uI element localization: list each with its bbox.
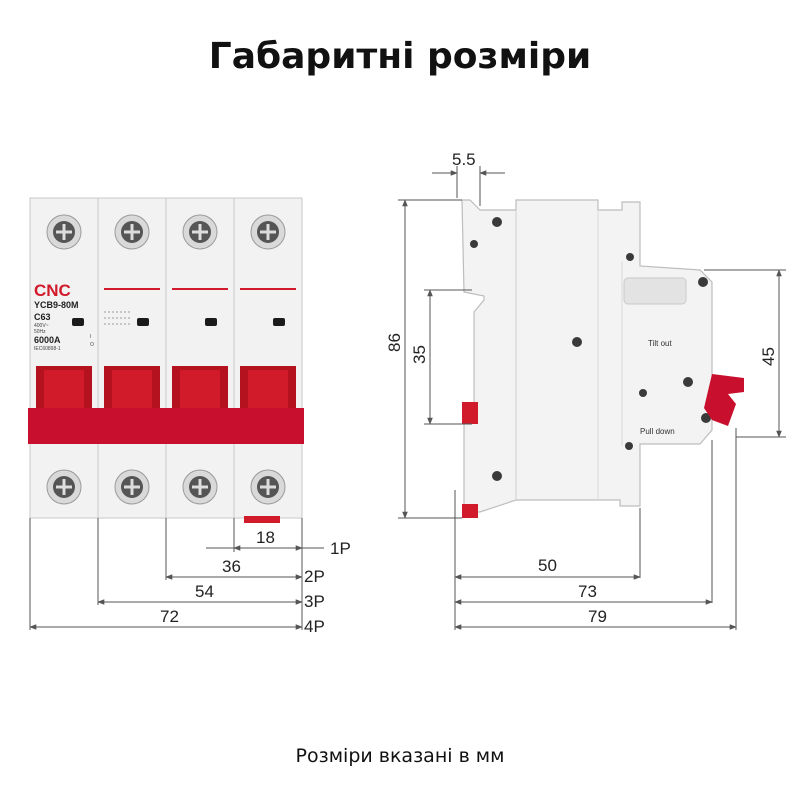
dim-width-1p: 18 [256,528,275,547]
frequency-label: 50Hz [34,329,46,335]
front-dimensions: 18 36 54 72 1P 2P 3P 4P [29,518,351,636]
pole-label-1p: 1P [330,539,351,558]
bottom-terminal-screws [46,469,286,505]
tilt-out-label: Tilt out [648,339,672,348]
side-dimensions: 5.5 86 35 45 50 73 79 [385,150,786,630]
breaker-side-view: Tilt out Pull down [461,199,744,518]
status-windows [72,318,285,326]
handle-tie-bar [28,408,304,444]
pull-down-label: Pull down [640,427,675,436]
dim-depth-front: 50 [538,556,557,575]
dim-width-3p: 54 [195,582,214,601]
toggle-handles [36,366,296,410]
dim-height: 86 [385,333,404,352]
voltage-label: 400V~ [34,323,49,329]
brand-logo: CNC [34,281,71,300]
pole-label-4p: 4P [304,617,325,636]
rating-label: C63 [34,312,51,322]
dim-depth-total: 79 [588,607,607,626]
units-note: Розміри вказані в мм [295,745,505,767]
breaker-front-view: CNC YCB9-80M C63 400V~ 50Hz 6000A IEC608… [28,197,304,523]
dim-width-4p: 72 [160,607,179,626]
dim-width-2p: 36 [222,557,241,576]
breaking-capacity-label: 6000A [34,335,61,345]
top-terminal-screws [46,214,286,250]
pole-label-2p: 2P [304,567,325,586]
page-title: Габаритні розміри [208,36,592,77]
dim-cover-height: 45 [759,347,778,366]
dim-depth-body: 73 [578,582,597,601]
off-mark: O [90,342,94,348]
standard-label: IEC60898-1 [34,346,61,352]
pole-label-3p: 3P [304,592,325,611]
dim-rail-height: 35 [410,345,429,364]
on-mark: I [90,334,91,340]
dim-rail-offset: 5.5 [452,150,476,169]
model-label: YCB9-80M [34,300,79,310]
breaker-modules [29,197,303,519]
